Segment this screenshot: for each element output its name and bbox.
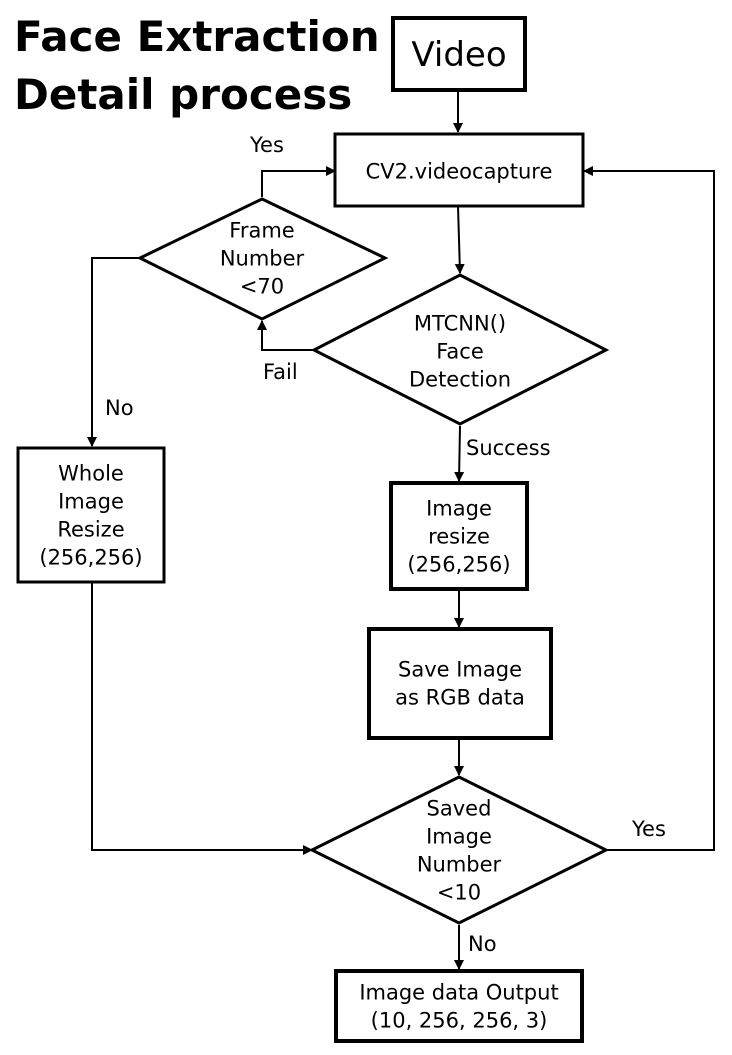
image-resize-line-2: resize <box>428 525 490 549</box>
video-line-1: Video <box>411 35 506 75</box>
frame-check-line-2: Number <box>220 247 305 271</box>
image-resize-node: Image resize (256,256) <box>389 481 529 591</box>
mtcnn-fail-label: Fail <box>263 360 298 384</box>
whole-resize-line-1: Whole <box>58 462 124 486</box>
mtcnn-line-1: MTCNN() <box>414 312 506 336</box>
edge-whole-resize-to-saved-check <box>91 582 313 855</box>
output-node: Image data Output (10, 256, 256, 3) <box>334 969 584 1043</box>
saved-yes-label: Yes <box>631 817 666 841</box>
saved-check-line-2: Image <box>426 825 492 849</box>
videocapture-node: CV2.videocapture <box>333 132 585 208</box>
page-title-line-2: Detail process <box>14 70 353 119</box>
output-node-text: Image data Output (10, 256, 256, 3) <box>359 981 558 1033</box>
edge-videocapture-to-mtcnn <box>454 205 465 274</box>
saved-check-line-3: Number <box>417 853 502 877</box>
whole-resize-line-3: Resize <box>57 518 124 542</box>
mtcnn-success-label: Success <box>466 436 551 460</box>
mtcnn-line-2: Face <box>436 340 484 364</box>
saved-check-line-4: <10 <box>437 881 481 905</box>
whole-resize-line-4: (256,256) <box>39 546 142 570</box>
whole-resize-line-2: Image <box>58 490 124 514</box>
videocapture-line-1: CV2.videocapture <box>366 160 553 184</box>
frame-check-line-3: <70 <box>240 275 284 299</box>
videocapture-node-text: CV2.videocapture <box>366 160 553 184</box>
frame-yes-label: Yes <box>249 133 284 157</box>
saved-check-line-1: Saved <box>427 797 492 821</box>
frame-check-line-1: Frame <box>229 219 294 243</box>
output-line-2: (10, 256, 256, 3) <box>371 1009 548 1033</box>
save-rgb-node: Save Image as RGB data <box>367 627 553 740</box>
edge-frame-no-to-whole-resize <box>87 257 140 447</box>
save-rgb-line-1: Save Image <box>398 658 522 682</box>
frame-no-label: No <box>105 396 134 420</box>
output-line-1: Image data Output <box>359 981 558 1005</box>
image-resize-node-text: Image resize (256,256) <box>407 497 510 577</box>
edge-mtcnn-fail-to-frame-check <box>257 320 314 351</box>
edge-labels: Yes No Fail Success Yes No <box>105 133 666 956</box>
save-rgb-line-2: as RGB data <box>395 686 525 710</box>
save-rgb-node-text: Save Image as RGB data <box>395 658 525 710</box>
image-resize-line-1: Image <box>426 497 492 521</box>
edges <box>87 90 715 970</box>
edge-saved-yes-to-videocapture <box>583 166 715 851</box>
page-title-line-1: Face Extraction <box>14 12 380 61</box>
edge-mtcnn-success-to-image-resize <box>454 425 465 482</box>
video-node: Video <box>391 16 527 92</box>
edge-frame-yes-to-videocapture <box>261 166 336 197</box>
image-resize-line-3: (256,256) <box>407 553 510 577</box>
mtcnn-line-3: Detection <box>409 368 511 392</box>
video-node-text: Video <box>411 35 506 75</box>
saved-no-label: No <box>468 932 497 956</box>
